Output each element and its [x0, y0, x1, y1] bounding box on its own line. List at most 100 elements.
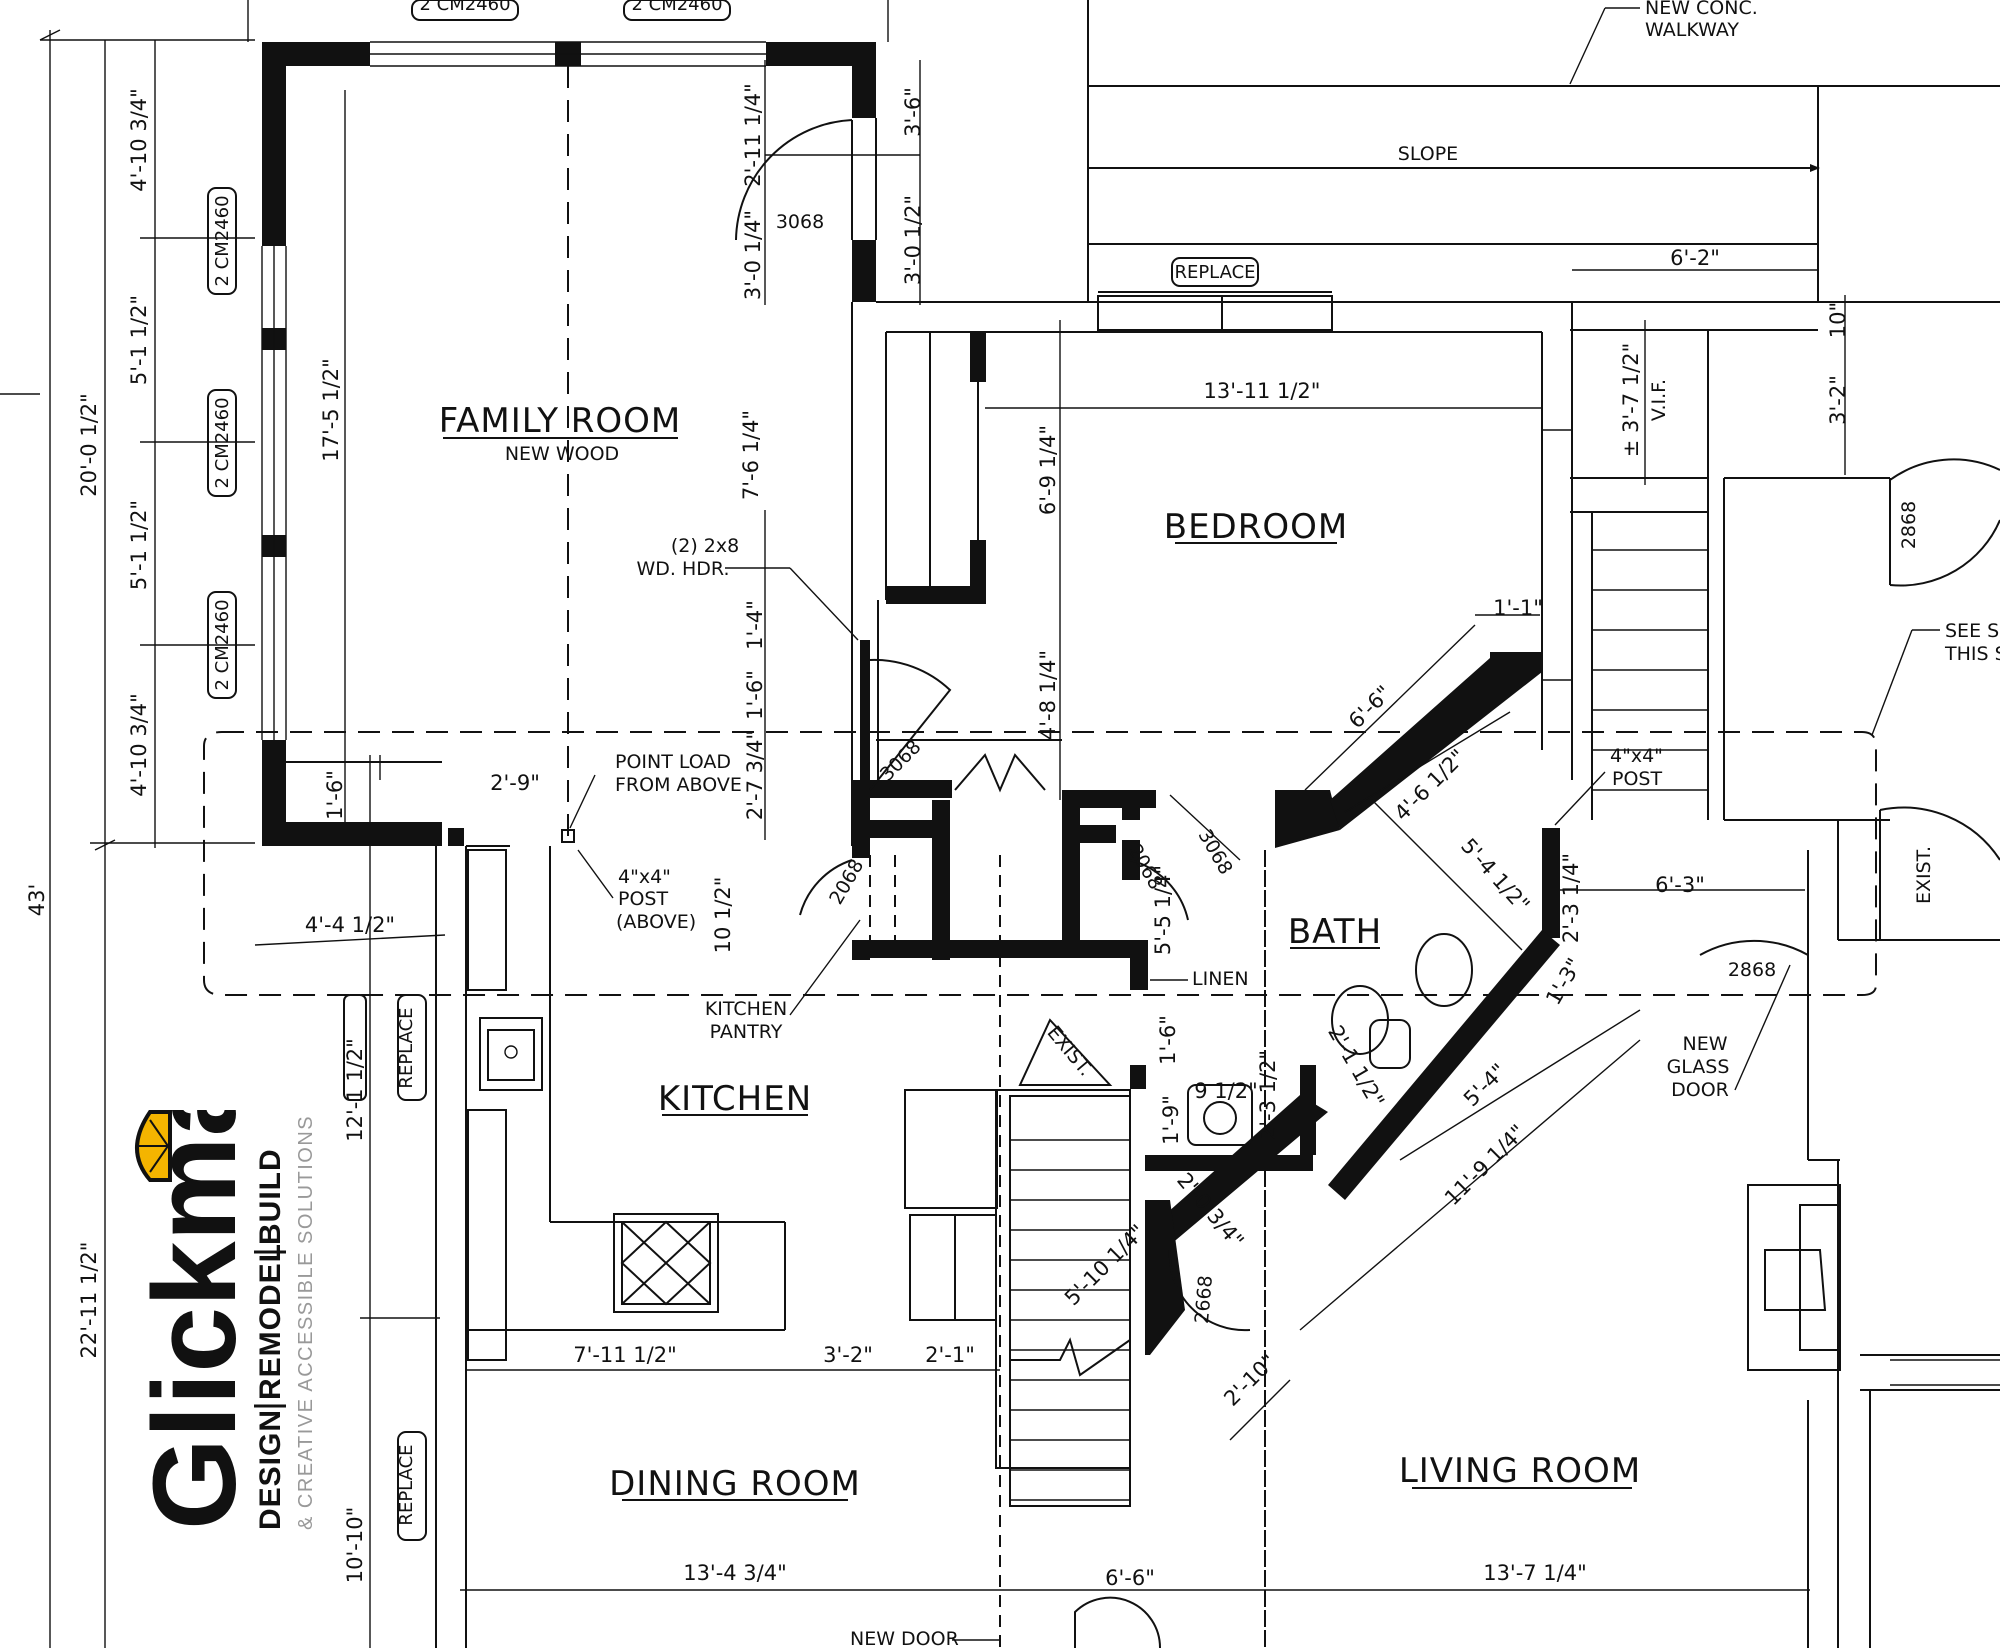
- dim-fr-inner: 17'-5 1/2": [319, 358, 343, 462]
- dim-d1012: 10 1/2": [711, 877, 735, 954]
- dim-d212: 9 1/2": [1194, 1079, 1258, 1103]
- note-glass-door-2: GLASS: [1667, 1056, 1730, 1078]
- dim-d2312: 2'-3 1/2": [1256, 1050, 1280, 1140]
- right-door-swing: [1889, 458, 2000, 587]
- dim-fr-small: 1'-6": [323, 770, 347, 820]
- dim-dining-height: 10'-10": [343, 1507, 367, 1583]
- note-pantry-1: KITCHEN: [705, 998, 787, 1020]
- note-linen: LINEN: [1192, 968, 1249, 990]
- window-tag-2: 2 CM2460: [212, 397, 233, 488]
- dim-upper-height: 20'-0 1/2": [77, 393, 101, 497]
- room-bath: BATH: [1288, 912, 1382, 952]
- glickman-logo: Glickman DESIGN REMODEL BUILD & CREATIVE…: [130, 1110, 317, 1530]
- dim-fr-29: 2'-9": [490, 771, 540, 795]
- dim-bed-h2: 4'-8 1/4": [1036, 650, 1060, 740]
- door-tag-lower: 2668: [1191, 1274, 1217, 1324]
- bedroom-door-swing: [869, 658, 952, 791]
- bedroom-walls: [860, 301, 1573, 800]
- note-pantry-2: PANTRY: [710, 1021, 783, 1043]
- note-post-right-1: 4"x4": [1610, 745, 1663, 767]
- logo-tagline-build: BUILD: [254, 1148, 287, 1245]
- door-tag-right: 2868: [1898, 501, 1920, 549]
- top-window-tag-1: 2 CM2460: [419, 0, 510, 15]
- note-slope: SLOPE: [1398, 143, 1458, 165]
- dim-d210: 2'-10": [1219, 1349, 1281, 1411]
- family-right-dims: [764, 60, 921, 840]
- family-door-swing: [735, 119, 853, 241]
- door-tag-bed: 3068: [876, 736, 926, 786]
- note-point-load-1: POINT LOAD: [615, 751, 731, 773]
- door-tag-family: 3068: [776, 211, 824, 233]
- dim-fr-seg3: 5'-1 1/2": [127, 500, 151, 590]
- note-walkway-1: NEW CONC.: [1645, 0, 1758, 19]
- window-tag-3: 2 CM2460: [212, 599, 233, 690]
- dim-d44: 4'-4 1/2": [305, 913, 395, 937]
- pantry-walls: [852, 739, 1266, 1648]
- dim-fr-seg1: 4'-10 3/4": [127, 88, 151, 192]
- dim-d51014: 5'-10 1/4": [1060, 1220, 1150, 1310]
- window-tags: [207, 187, 237, 699]
- family-room-walls: [261, 41, 877, 846]
- right-structures: [1087, 0, 2000, 1648]
- note-post-above-2: POST: [618, 888, 668, 910]
- dim-d5514: 5'-5 1/4": [1151, 865, 1175, 955]
- note-header-1: (2) 2x8: [671, 535, 739, 557]
- note-new-door: NEW DOOR: [850, 1628, 959, 1648]
- replace-tag-kitchen: REPLACE: [396, 1007, 417, 1088]
- top-window-tag-2: 2 CM2460: [631, 0, 722, 15]
- note-header-2: WD. HDR.: [637, 558, 730, 580]
- dim-k21: 2'-1": [925, 1343, 975, 1367]
- dim-d3012: 3'-0 1/2": [901, 195, 925, 285]
- dim-d10: 10": [1826, 302, 1850, 338]
- dim-d11: 1'-1": [1493, 596, 1543, 620]
- dim-bed-h1: 6'-9 1/4": [1036, 425, 1060, 515]
- glass-door-swing: [1699, 939, 1809, 956]
- note-post-above-1: 4"x4": [618, 866, 671, 888]
- door-tag-bath: 3068: [1194, 826, 1237, 879]
- note-point-load-2: FROM ABOVE: [615, 774, 742, 796]
- dim-d3712: ± 3'-7 1/2": [1619, 343, 1643, 457]
- dim-d13: 1'-3": [1541, 954, 1587, 1009]
- room-family: FAMILY ROOM: [439, 401, 682, 441]
- pantry-door-swing: [799, 859, 853, 916]
- dim-d5412: 5'-4 1/2": [1456, 834, 1534, 917]
- dim-d2114: 2'-11 1/4": [741, 83, 765, 187]
- dim-d54: 5'-4": [1459, 1059, 1511, 1111]
- room-dining: DINING ROOM: [609, 1464, 861, 1504]
- room-kitchen: KITCHEN: [658, 1079, 812, 1119]
- dim-d19: 1'-9": [1159, 1095, 1183, 1145]
- dim-d36: 3'-6": [901, 87, 925, 137]
- room-living: LIVING ROOM: [1399, 1451, 1641, 1491]
- logo-tagline-design: DESIGN: [254, 1409, 287, 1530]
- dim-d11914: 11'-9 1/4": [1440, 1120, 1530, 1210]
- note-glass-door-1: NEW: [1682, 1033, 1727, 1055]
- note-walkway-2: WALKWAY: [1645, 19, 1739, 41]
- dim-fr-seg4: 4'-10 3/4": [127, 693, 151, 797]
- dim-d66d: 6'-6": [1344, 681, 1396, 733]
- room-bedroom: BEDROOM: [1164, 507, 1348, 547]
- dim-d63: 6'-3": [1655, 873, 1705, 897]
- dim-d16b: 1'-6": [1156, 1015, 1180, 1065]
- dim-k32: 3'-2": [823, 1343, 873, 1367]
- logo-emblem-icon: [135, 1110, 172, 1182]
- note-post-above-3: (ABOVE): [616, 911, 696, 933]
- dim-lower-height: 22'-11 1/2": [77, 1242, 101, 1359]
- top-window-tags: [247, 0, 889, 42]
- dim-d2314: 2'-3 1/4": [1559, 853, 1583, 943]
- dashed-outline: [203, 731, 1877, 996]
- replace-tag-dining: REPLACE: [396, 1444, 417, 1525]
- dim-bed-width: 13'-11 1/2": [1204, 379, 1321, 403]
- window-tag-1: 2 CM2460: [212, 195, 233, 286]
- note-see-1: SEE S: [1945, 620, 1999, 642]
- note-exist-right: EXIST.: [1913, 846, 1935, 904]
- dim-total-height: 43': [25, 884, 49, 917]
- dim-d32v: 3'-2": [1826, 375, 1850, 425]
- replace-tag-top: REPLACE: [1174, 262, 1255, 283]
- dim-d2112: 2'-1 1/2": [1323, 1021, 1389, 1111]
- door-tag-pantry: 2068: [825, 856, 868, 909]
- dim-kitchen-height: 12'-1 1/2": [343, 1038, 367, 1142]
- kitchen-fixtures: [343, 845, 786, 1648]
- note-post-right-2: POST: [1612, 768, 1662, 790]
- dim-k71112: 7'-11 1/2": [573, 1343, 677, 1367]
- dim-d16: 1'-6": [743, 670, 767, 720]
